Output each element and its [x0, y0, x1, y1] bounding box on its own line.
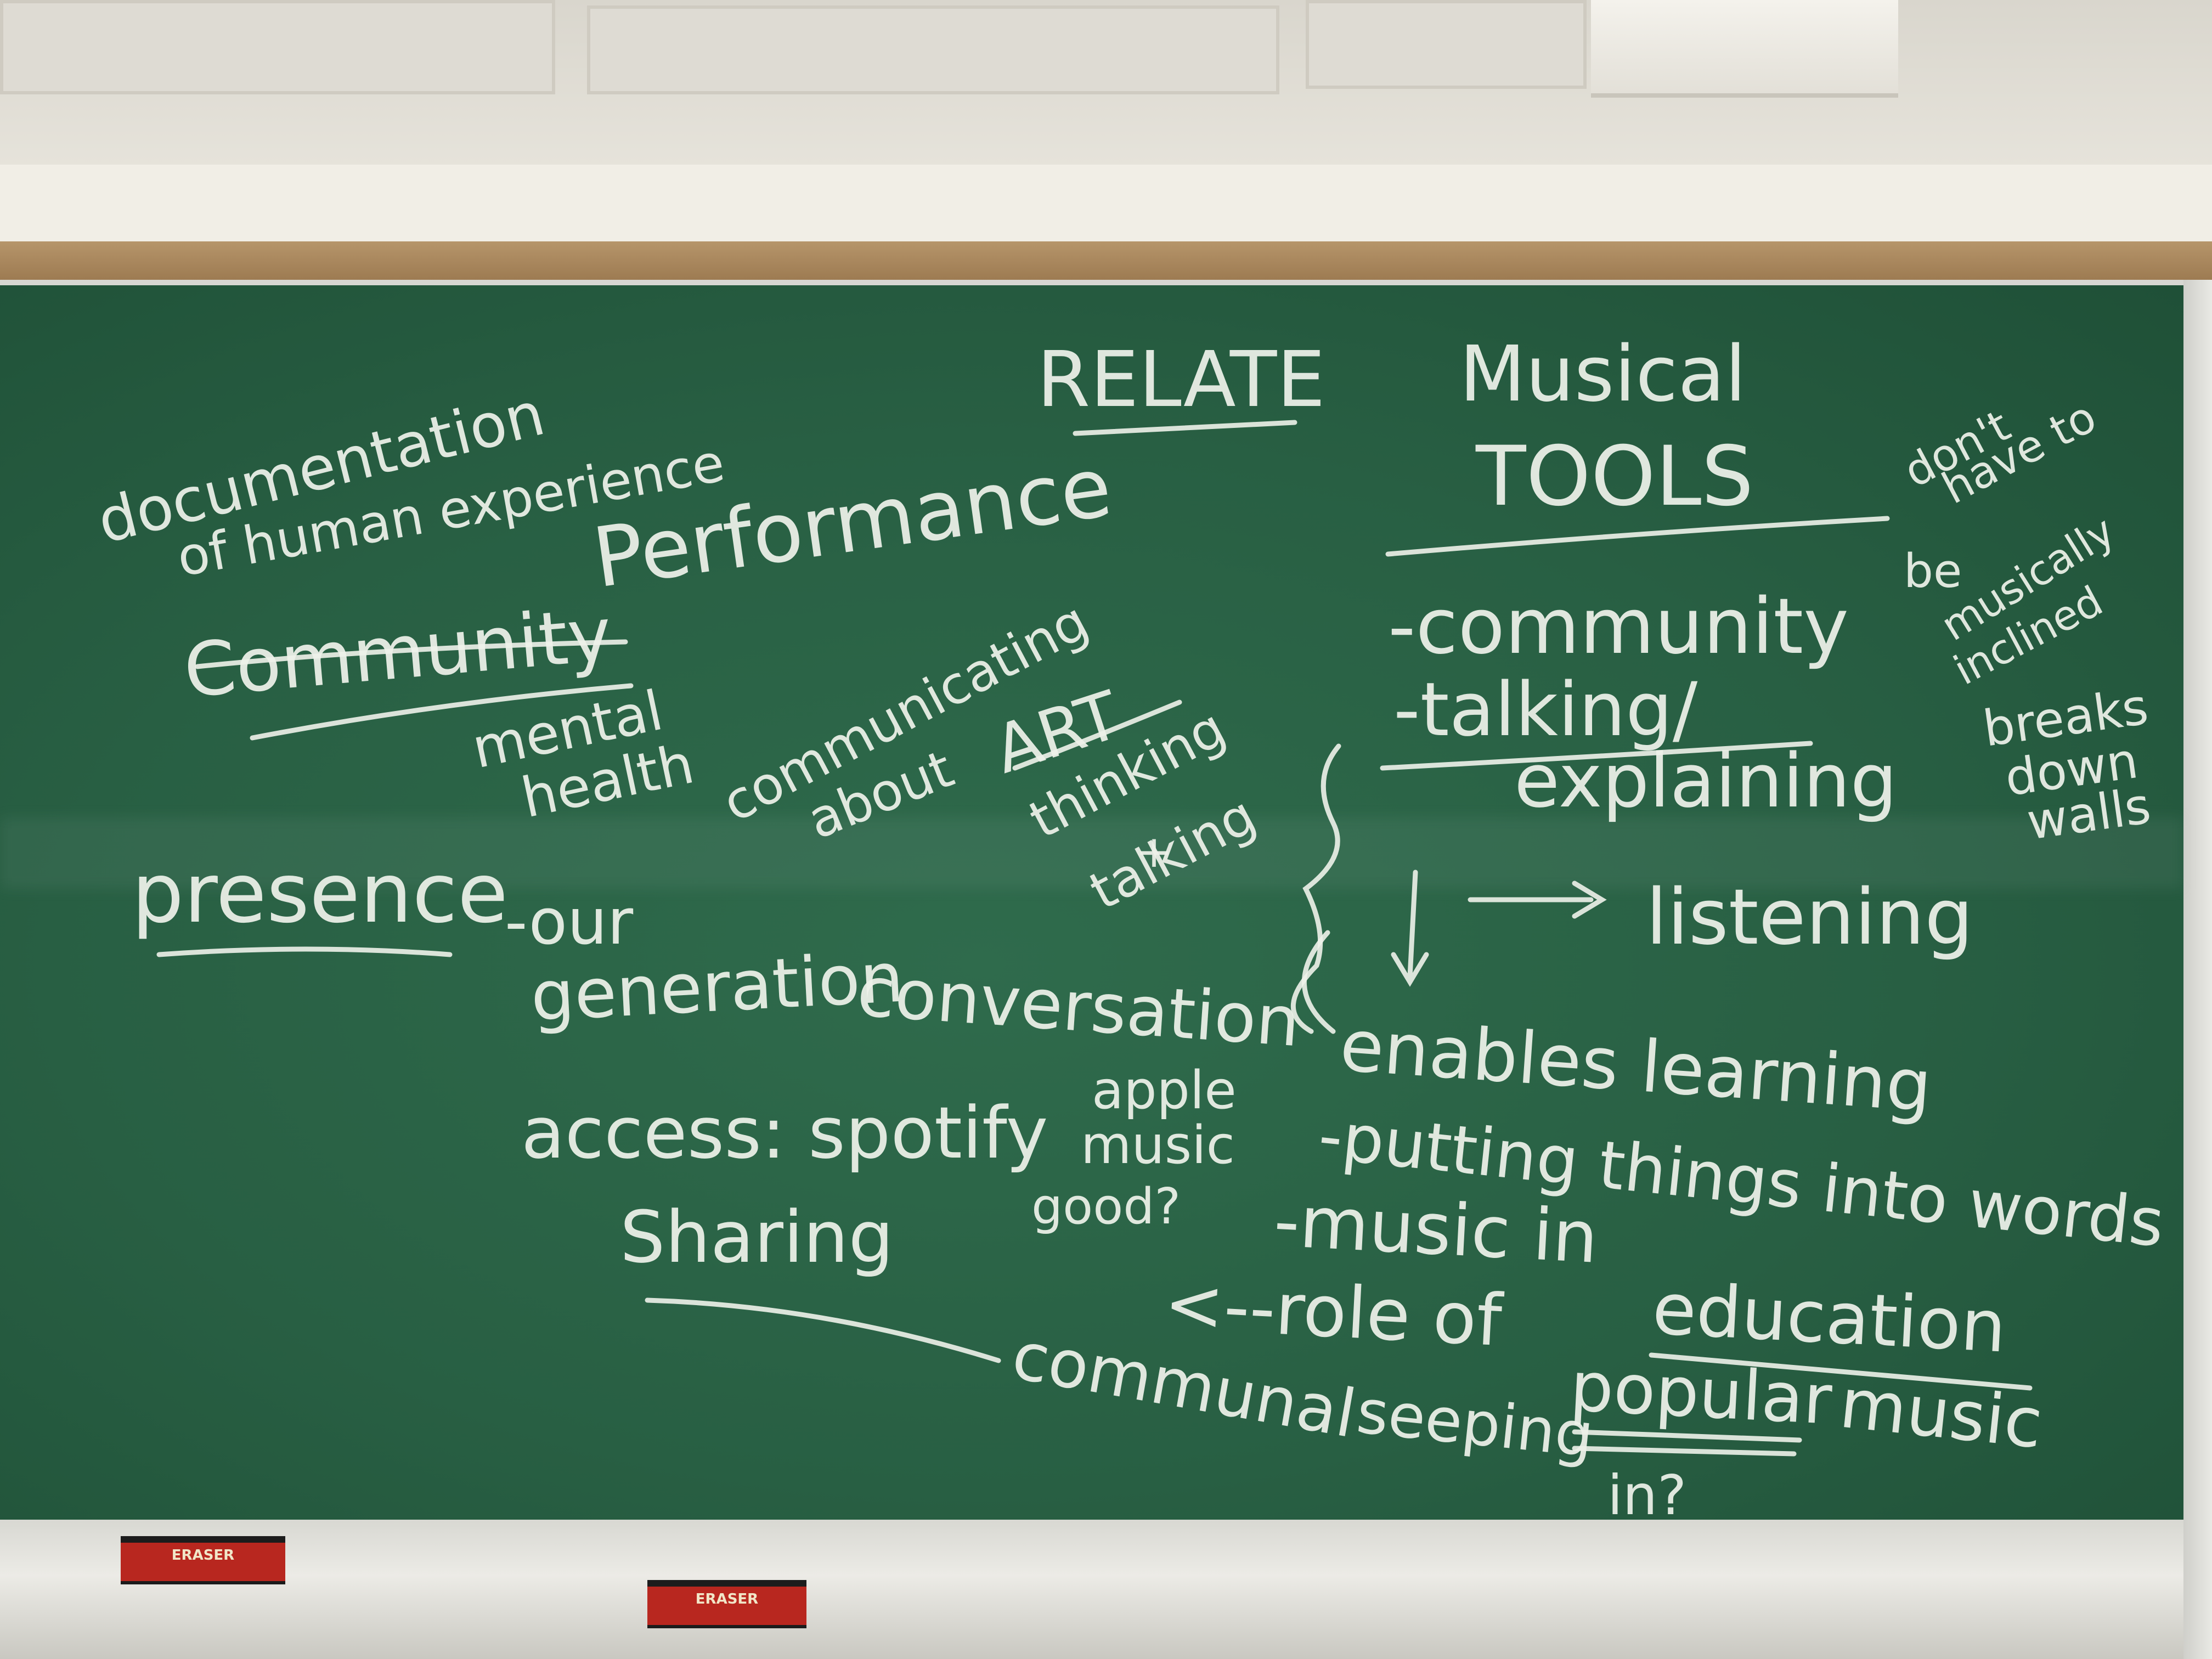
underline	[1572, 1429, 1802, 1443]
underline	[1380, 741, 1813, 771]
note-tools-community: -community	[1388, 582, 1849, 672]
note-sharing: Sharing	[620, 1195, 894, 1279]
underline	[195, 639, 628, 669]
cork-rail	[0, 241, 2212, 285]
chalkboard	[0, 285, 2183, 1520]
wall	[0, 165, 2212, 252]
arrow-right	[1468, 881, 1607, 919]
eraser-smudge	[0, 817, 2183, 889]
eraser-brand: ERASER	[171, 1547, 235, 1564]
underline	[645, 1297, 1001, 1363]
note-musical: Musical	[1459, 330, 1746, 419]
eraser-brand: ERASER	[695, 1591, 759, 1607]
note-tools: TOOLS	[1475, 429, 1754, 524]
eraser[interactable]: ERASER	[647, 1580, 806, 1625]
underline	[156, 946, 453, 957]
bracket	[1291, 743, 1341, 1034]
note-access: access: spotify	[521, 1091, 1048, 1175]
ceiling-light	[1591, 0, 1898, 98]
curve	[1302, 930, 1336, 1034]
note-our: -our	[505, 885, 634, 959]
eraser[interactable]: ERASER	[121, 1536, 285, 1581]
note-relate: RELATE	[1037, 335, 1325, 425]
note-good: good?	[1031, 1178, 1181, 1235]
note-popular-music: music	[1836, 1364, 2046, 1464]
note-conversation: conversation	[855, 952, 1302, 1062]
note-seeping: seeping	[1353, 1376, 1597, 1471]
underline	[250, 683, 634, 741]
note-tools-explaining: explaining	[1514, 738, 1897, 824]
note-listening: listening	[1646, 873, 1973, 962]
note-plus: +	[1136, 826, 1172, 877]
note-in: in?	[1607, 1463, 1686, 1527]
note-popular: popular	[1568, 1347, 1834, 1440]
note-presence: presence	[132, 846, 508, 941]
note-music-apple: music	[1081, 1115, 1235, 1176]
note-tools-talking: -talking/	[1393, 667, 1698, 753]
note-generation: generation	[529, 938, 905, 1037]
underline	[1572, 1446, 1797, 1457]
arrow-down	[1391, 870, 1429, 987]
note-apple: apple	[1092, 1060, 1237, 1121]
underline	[1073, 420, 1297, 436]
ceiling-tile	[1306, 0, 1587, 89]
board-frame	[2183, 280, 2212, 1659]
underline	[1385, 516, 1890, 557]
note-role: <--role of	[1162, 1261, 1505, 1362]
underline	[1012, 699, 1182, 771]
note-education: education	[1650, 1267, 2008, 1369]
chalk-tray	[0, 1520, 2183, 1659]
ceiling-tile	[587, 5, 1279, 94]
ceiling-tile	[0, 0, 555, 94]
note-music-in: -music in	[1272, 1179, 1600, 1279]
note-be: be	[1904, 544, 1962, 599]
underline	[1649, 1352, 2033, 1391]
